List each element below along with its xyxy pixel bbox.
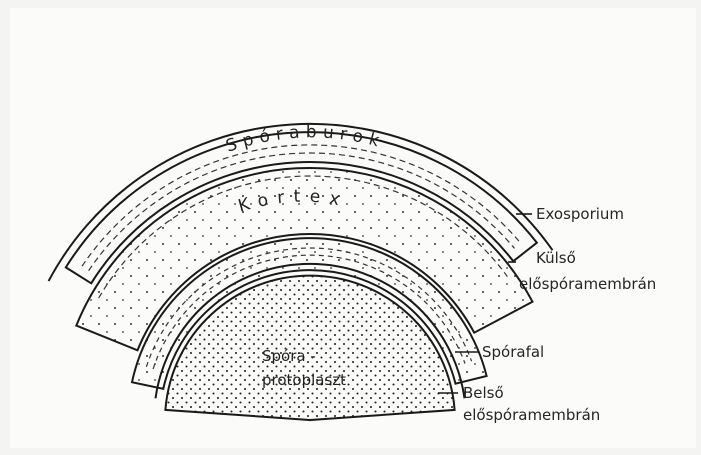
belso-label-line1: Belső [463, 384, 504, 402]
sporafal-label: Spórafal [482, 343, 544, 361]
exosporium-label: Exosporium [536, 205, 624, 223]
belso-label-line2: előspóramembrán [463, 406, 600, 424]
spora-label-line1: Spóra - [262, 347, 316, 365]
spora-label-line2: protoplaszt [262, 371, 346, 389]
kulso-label-line1: Külső [536, 249, 576, 267]
kulso-label-line2: előspóramembrán [519, 275, 656, 293]
